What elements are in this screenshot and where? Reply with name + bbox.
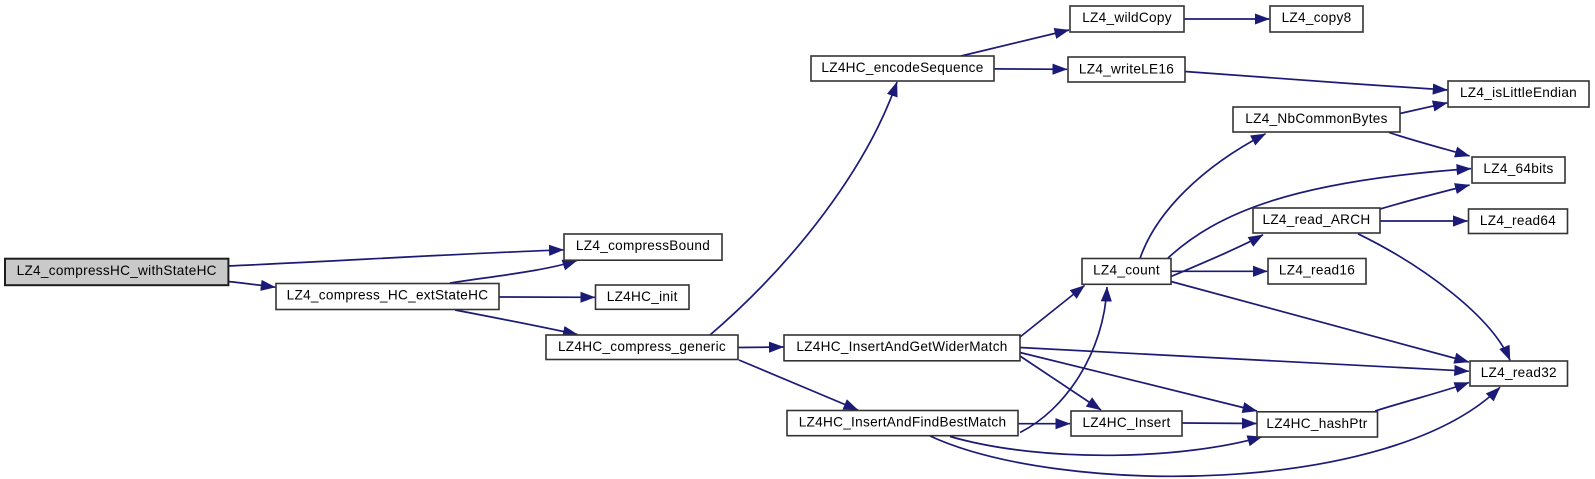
svg-text:LZ4_writeLE16: LZ4_writeLE16 (1079, 61, 1174, 76)
svg-text:LZ4_read16: LZ4_read16 (1279, 263, 1355, 278)
svg-text:LZ4HC_Insert: LZ4HC_Insert (1082, 415, 1170, 430)
svg-text:LZ4_read64: LZ4_read64 (1480, 213, 1556, 228)
svg-text:LZ4HC_hashPtr: LZ4HC_hashPtr (1266, 416, 1367, 431)
svg-text:LZ4HC_InsertAndGetWiderMatch: LZ4HC_InsertAndGetWiderMatch (796, 339, 1007, 354)
svg-text:LZ4_isLittleEndian: LZ4_isLittleEndian (1460, 85, 1577, 100)
svg-text:LZ4_wildCopy: LZ4_wildCopy (1082, 10, 1172, 25)
svg-text:LZ4_read_ARCH: LZ4_read_ARCH (1262, 212, 1370, 227)
svg-text:LZ4_NbCommonBytes: LZ4_NbCommonBytes (1245, 111, 1387, 126)
svg-text:LZ4_64bits: LZ4_64bits (1483, 161, 1553, 176)
svg-text:LZ4_count: LZ4_count (1093, 263, 1160, 278)
svg-text:LZ4_compressHC_withStateHC: LZ4_compressHC_withStateHC (17, 263, 217, 278)
svg-text:LZ4_compress_HC_extStateHC: LZ4_compress_HC_extStateHC (287, 288, 489, 303)
svg-text:LZ4HC_encodeSequence: LZ4HC_encodeSequence (821, 60, 983, 75)
svg-text:LZ4_read32: LZ4_read32 (1481, 365, 1557, 380)
svg-text:LZ4_copy8: LZ4_copy8 (1282, 10, 1352, 25)
svg-text:LZ4HC_init: LZ4HC_init (607, 289, 678, 304)
svg-text:LZ4_compressBound: LZ4_compressBound (576, 238, 710, 253)
svg-text:LZ4HC_InsertAndFindBestMatch: LZ4HC_InsertAndFindBestMatch (799, 415, 1007, 430)
svg-text:LZ4HC_compress_generic: LZ4HC_compress_generic (558, 339, 726, 354)
